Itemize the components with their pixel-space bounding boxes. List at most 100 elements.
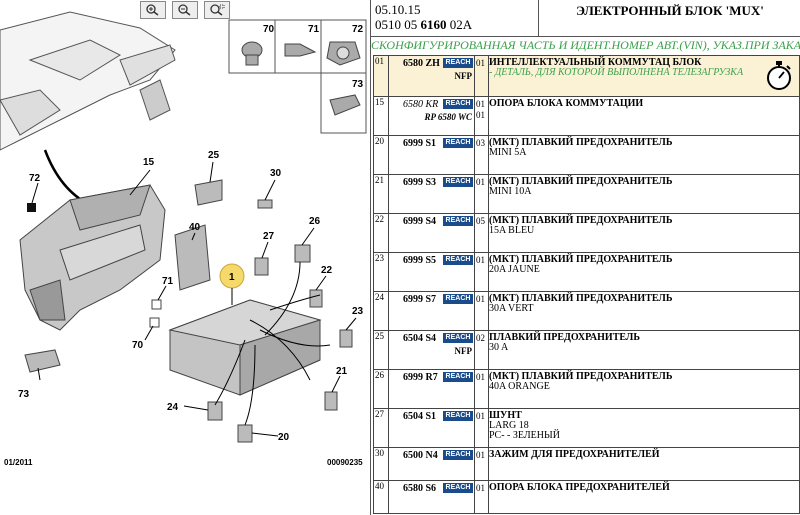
- header: 05.10.15 0510 05 6160 02A ЭЛЕКТРОННЫЙ БЛ…: [371, 0, 800, 37]
- exploded-parts-diagram: 70 71 72 73: [0, 0, 370, 515]
- qty-value: 01: [476, 294, 485, 304]
- zoom-in-button[interactable]: [140, 1, 166, 19]
- description-title: ШУНТ: [489, 410, 522, 421]
- reach-badge[interactable]: REACH: [443, 58, 473, 68]
- row-reference-cell: 6999 S3 REACH: [388, 175, 475, 213]
- row-reference-cell: 6999 S5 REACH: [388, 253, 475, 291]
- row-index: 01: [374, 56, 389, 96]
- qty-value: 01: [476, 177, 485, 187]
- row-index: 15: [374, 97, 389, 135]
- part-subreference: RP 6580 WC: [424, 112, 472, 122]
- svg-text:72: 72: [29, 173, 41, 184]
- reach-badge[interactable]: REACH: [443, 216, 473, 226]
- zoom-out-button[interactable]: [172, 1, 198, 19]
- row-reference-cell: 6999 S1 REACH: [388, 136, 475, 174]
- svg-text:71: 71: [308, 24, 320, 35]
- row-index: 22: [374, 214, 389, 252]
- row-reference-cell: 6999 R7 REACH: [388, 370, 475, 408]
- description-detail: 15A BLEU: [489, 225, 535, 236]
- row-description: ОПОРА БЛОКА ПРЕДОХРАНИТЕЛЕЙ: [488, 481, 799, 513]
- parts-list-panel: 05.10.15 0510 05 6160 02A ЭЛЕКТРОННЫЙ БЛ…: [370, 0, 800, 515]
- part-reference[interactable]: 6999 S5: [403, 255, 437, 266]
- reach-badge[interactable]: REACH: [443, 177, 473, 187]
- row-quantity: 01: [475, 481, 489, 513]
- part-reference[interactable]: 6999 R7: [403, 372, 438, 383]
- zoom-area-button[interactable]: [204, 1, 230, 19]
- qty-value: 02: [476, 333, 485, 343]
- reach-badge[interactable]: REACH: [443, 411, 473, 421]
- svg-text:71: 71: [162, 276, 174, 287]
- row-quantity: 01: [475, 175, 489, 213]
- part-suffix: 02A: [446, 17, 473, 32]
- part-reference[interactable]: 6580 S6: [403, 483, 437, 494]
- zoom-in-icon: [146, 4, 159, 16]
- description-detail: MINI 10A: [489, 186, 532, 197]
- part-reference[interactable]: 6504 S4: [403, 333, 437, 344]
- row-index: 27: [374, 409, 389, 447]
- row-quantity: 01: [475, 370, 489, 408]
- part-reference[interactable]: 6999 S3: [403, 177, 437, 188]
- config-banner: СКОНФИГУРИРОВАННАЯ ЧАСТЬ И ИДЕНТ.НОМЕР А…: [371, 38, 800, 52]
- part-reference[interactable]: 6500 N4: [403, 450, 438, 461]
- description-detail: - ДЕТАЛЬ, ДЛЯ КОТОРОЙ ВЫПОЛНЕНА ТЕЛЕЗАГР…: [489, 67, 744, 78]
- row-index: 30: [374, 448, 389, 480]
- part-reference[interactable]: 6999 S7: [403, 294, 437, 305]
- reach-badge[interactable]: REACH: [443, 99, 473, 109]
- reach-badge[interactable]: REACH: [443, 138, 473, 148]
- header-part-number: 0510 05 6160 02A: [375, 17, 472, 33]
- svg-text:73: 73: [18, 389, 30, 400]
- description-detail: 20A JAUNE: [489, 264, 540, 275]
- description-detail: 30 A: [489, 342, 509, 353]
- part-reference[interactable]: 6999 S1: [403, 138, 437, 149]
- description-title: (МКТ) ПЛАВКИЙ ПРЕДОХРАНИТЕЛЬ: [489, 176, 673, 187]
- row-index: 25: [374, 331, 389, 369]
- reach-badge[interactable]: REACH: [443, 294, 473, 304]
- reach-badge[interactable]: REACH: [443, 372, 473, 382]
- part-subreference: NFP: [454, 71, 473, 81]
- reach-badge[interactable]: REACH: [443, 483, 473, 493]
- part-reference[interactable]: 6580 KR: [403, 99, 439, 110]
- row-description: ЗАЖИМ ДЛЯ ПРЕДОХРАНИТЕЛЕЙ: [488, 448, 799, 480]
- row-index: 40: [374, 481, 389, 513]
- page-title: ЭЛЕКТРОННЫЙ БЛОК 'MUX': [576, 3, 764, 18]
- reach-badge[interactable]: REACH: [443, 333, 473, 343]
- qty-value: 03: [476, 138, 485, 148]
- description-title: ПЛАВКИЙ ПРЕДОХРАНИТЕЛЬ: [489, 332, 640, 343]
- qty-value: 01: [476, 255, 485, 265]
- qty-value: 05: [476, 216, 485, 226]
- part-reference[interactable]: 6504 S1: [403, 411, 437, 422]
- row-index: 26: [374, 370, 389, 408]
- qty-value: 01: [476, 110, 485, 120]
- description-detail: PC- - ЗЕЛЕНЫЙ: [489, 430, 560, 441]
- row-description: ОПОРА БЛОКА КОММУТАЦИИ: [488, 97, 799, 135]
- svg-text:21: 21: [336, 366, 348, 377]
- reach-badge[interactable]: REACH: [443, 450, 473, 460]
- description-title: ИНТЕЛЛЕКТУАЛЬНЫЙ КОММУТАЦ БЛОК: [489, 57, 702, 68]
- reach-badge[interactable]: REACH: [443, 255, 473, 265]
- part-reference[interactable]: 6580 ZH: [403, 58, 440, 69]
- description-title: (МКТ) ПЛАВКИЙ ПРЕДОХРАНИТЕЛЬ: [489, 137, 673, 148]
- header-title-box: ЭЛЕКТРОННЫЙ БЛОК 'MUX': [538, 0, 800, 36]
- part-reference[interactable]: 6999 S4: [403, 216, 437, 227]
- description-title: (МКТ) ПЛАВКИЙ ПРЕДОХРАНИТЕЛЬ: [489, 215, 673, 226]
- row-reference-cell: 6999 S7 REACH: [388, 292, 475, 330]
